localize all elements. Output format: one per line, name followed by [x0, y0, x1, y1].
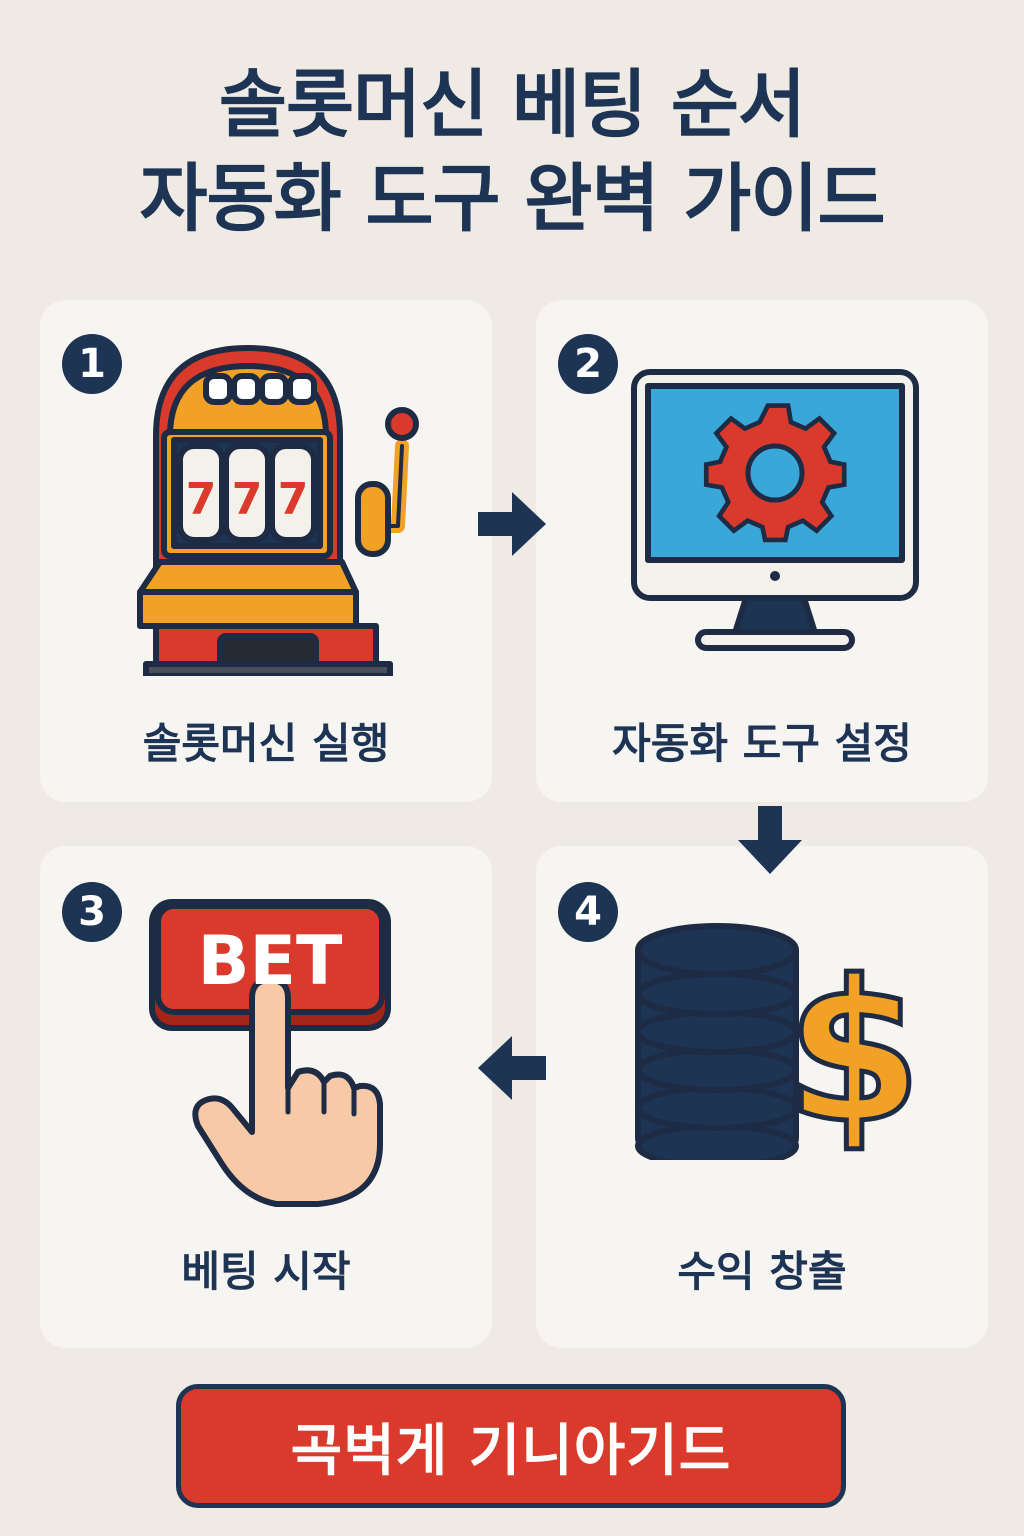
step-label-1: 솔롯머신 실행	[142, 719, 390, 768]
step-badge-2: 2	[558, 334, 618, 394]
reel-1: 7	[186, 474, 217, 525]
title-line-2: 자동화 도구 완벽 가이드	[139, 156, 885, 242]
arrow-left-icon	[478, 1036, 546, 1100]
cta-button[interactable]: 곡벅게 기니아기드	[176, 1384, 846, 1508]
title-line-1: 솔롯머신 베팅 순서	[218, 62, 806, 148]
arrow-right-icon	[478, 492, 546, 556]
step-card-4: 4 $ 수익 창출	[536, 846, 988, 1348]
reel-3: 7	[278, 474, 309, 525]
step-card-2: 2 자동화 도구 설정	[536, 300, 988, 802]
step-label-2: 자동화 도구 설정	[612, 719, 912, 768]
arrow-down-icon	[738, 806, 802, 874]
dollar-sign: $	[786, 939, 922, 1160]
coins-dollar-icon: $	[635, 923, 922, 1160]
bet-text: BET	[198, 922, 343, 1001]
step-label-3: 베팅 시작	[181, 1247, 351, 1296]
step-label-4: 수익 창출	[677, 1247, 847, 1296]
step-card-1: 1 7 7 7	[40, 300, 492, 802]
step-card-3: 3 BET 베팅 시작	[40, 846, 492, 1348]
step-badge-3: 3	[62, 882, 122, 942]
slot-machine-icon: 7 7 7	[137, 345, 419, 676]
reel-2: 7	[232, 474, 263, 525]
bet-button-hand-icon: BET	[149, 899, 391, 1207]
page-title: 솔롯머신 베팅 순서 자동화 도구 완벽 가이드	[0, 58, 1024, 246]
step-badge-4: 4	[558, 882, 618, 942]
monitor-gear-icon	[631, 369, 919, 651]
step-badge-1: 1	[62, 334, 122, 394]
